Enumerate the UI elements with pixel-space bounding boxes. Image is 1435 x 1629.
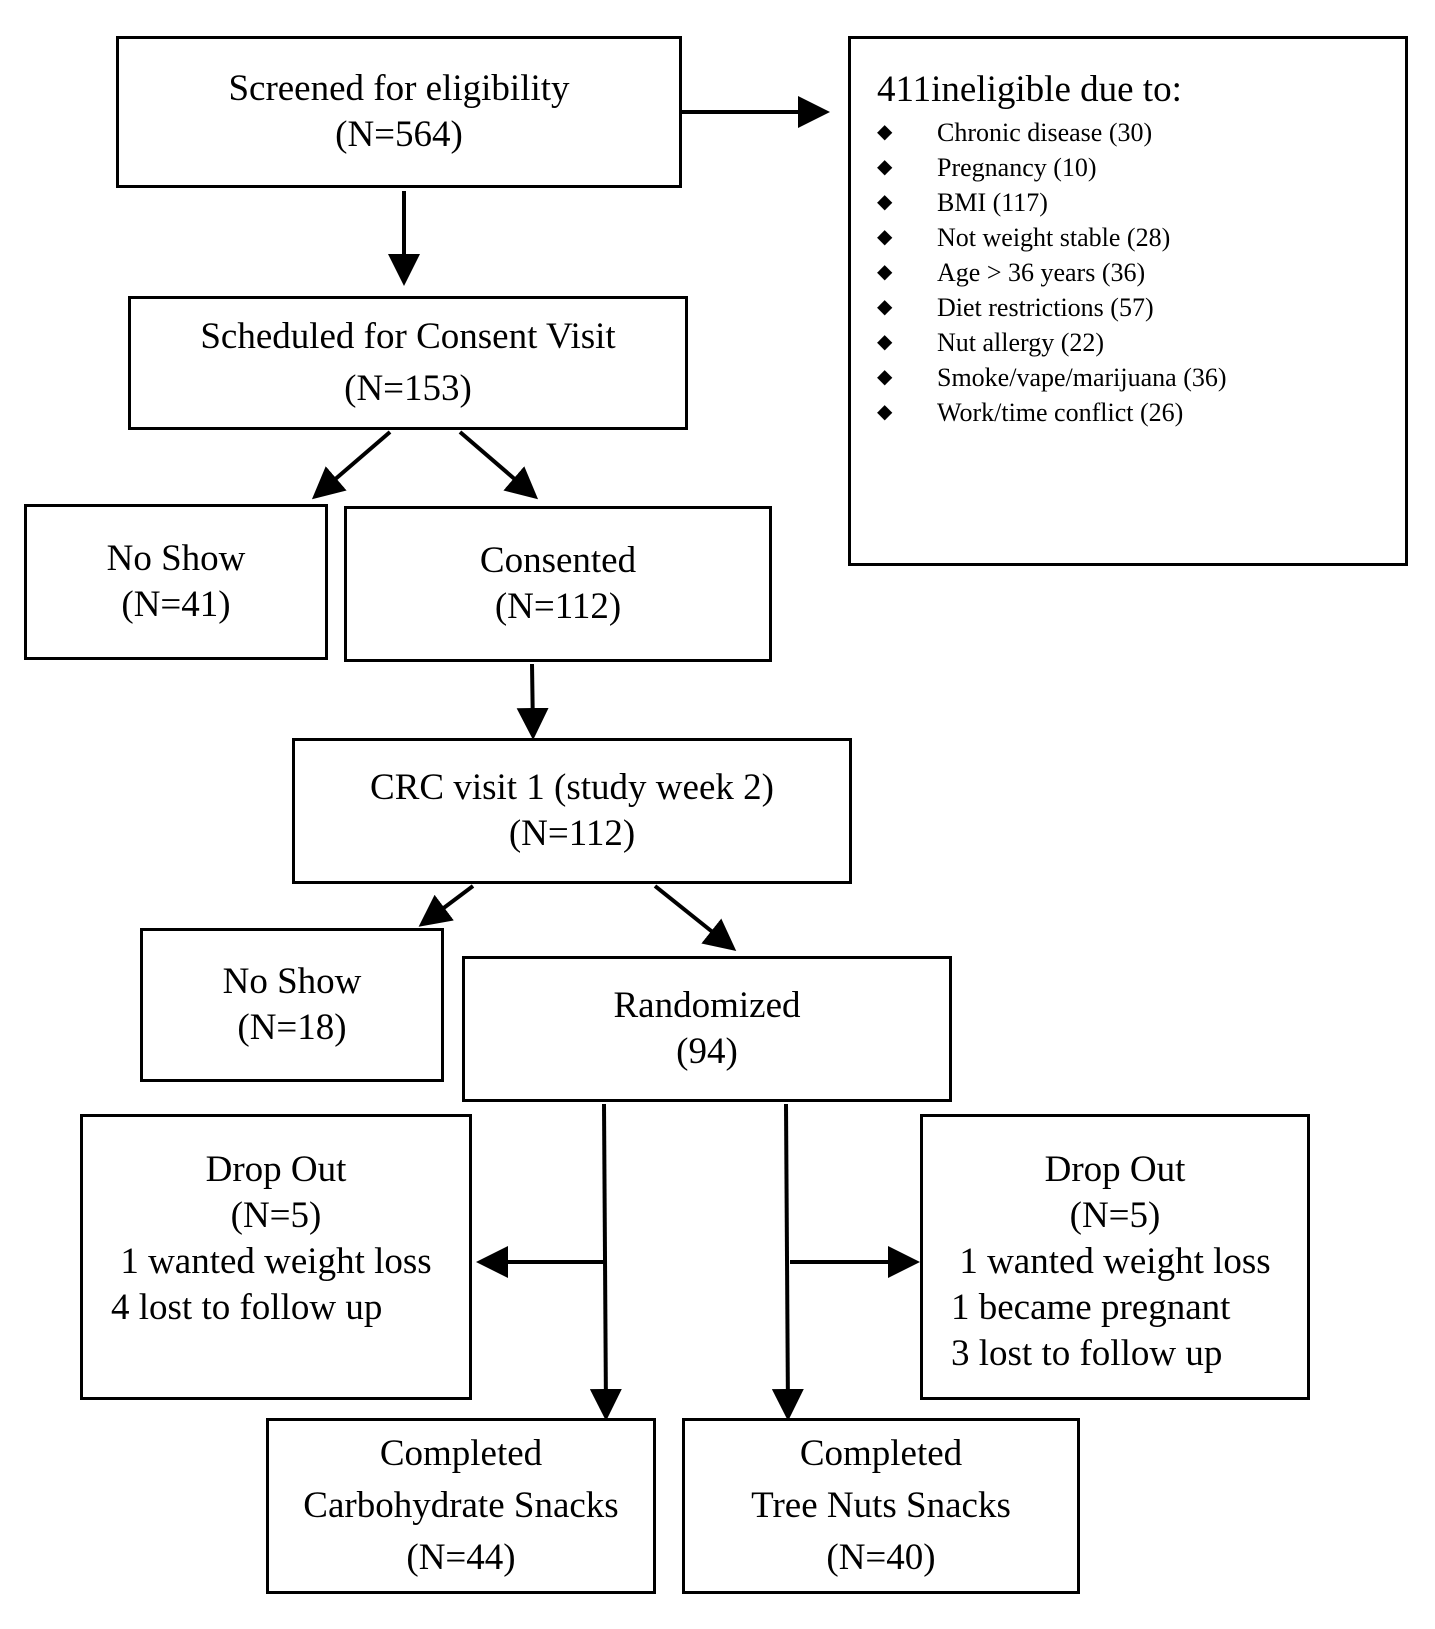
ineligible-reason: ◆Work/time conflict (26) [877, 395, 1227, 430]
randomized-count: (94) [676, 1031, 738, 1072]
completed-carb-count: (N=44) [406, 1537, 516, 1578]
consented-title: Consented [479, 540, 637, 581]
diamond-bullet-icon: ◆ [877, 121, 893, 143]
ineligible-reason: ◆Age > 36 years (36) [877, 255, 1227, 290]
completed-nuts-box: Completed Tree Nuts Snacks (N=40) [682, 1418, 1080, 1594]
ineligible-reasons-list: ◆Chronic disease (30) ◆Pregnancy (10) ◆B… [877, 115, 1227, 430]
crc-visit-count: (N=112) [508, 813, 636, 854]
diamond-bullet-icon: ◆ [877, 331, 893, 353]
dropout-left-reason: 4 lost to follow up [111, 1287, 383, 1328]
diamond-bullet-icon: ◆ [877, 401, 893, 423]
no-show-box-1: No Show (N=41) [24, 504, 328, 660]
consented-box: Consented (N=112) [344, 506, 772, 662]
arrow-crc-to-randomized [653, 884, 737, 951]
consented-count: (N=112) [494, 586, 622, 627]
arrow-randomized-to-nuts [771, 1103, 804, 1421]
ineligible-reason: ◆Chronic disease (30) [877, 115, 1227, 150]
completed-carb-title: Completed [379, 1433, 543, 1474]
dropout-right-reason: 1 wanted weight loss [959, 1241, 1271, 1282]
randomized-box: Randomized (94) [462, 956, 952, 1102]
crc-visit-title: CRC visit 1 (study week 2) [370, 767, 774, 808]
scheduled-count: (N=153) [344, 368, 472, 409]
dropout-right-title: Drop Out [1044, 1149, 1186, 1190]
completed-carb-box: Completed Carbohydrate Snacks (N=44) [266, 1418, 656, 1594]
diamond-bullet-icon: ◆ [877, 261, 893, 283]
ineligible-box: 411ineligible due to: ◆Chronic disease (… [848, 36, 1408, 566]
diamond-bullet-icon: ◆ [877, 156, 893, 178]
dropout-right-reason: 3 lost to follow up [951, 1333, 1223, 1374]
dropout-right-box: Drop Out (N=5) 1 wanted weight loss 1 be… [920, 1114, 1310, 1400]
dropout-left-count: (N=5) [230, 1195, 322, 1236]
dropout-right-count: (N=5) [1069, 1195, 1161, 1236]
diamond-bullet-icon: ◆ [877, 366, 893, 388]
no-show-2-title: No Show [222, 961, 362, 1002]
ineligible-heading: 411ineligible due to: [877, 69, 1182, 110]
randomized-title: Randomized [613, 985, 801, 1026]
no-show-2-count: (N=18) [237, 1007, 347, 1048]
no-show-1-count: (N=41) [121, 584, 231, 625]
screened-count: (N=564) [335, 114, 463, 155]
ineligible-reason: ◆Nut allergy (22) [877, 325, 1227, 360]
diamond-bullet-icon: ◆ [877, 226, 893, 248]
ineligible-reason: ◆Diet restrictions (57) [877, 290, 1227, 325]
completed-nuts-subtitle: Tree Nuts Snacks [751, 1485, 1011, 1526]
diamond-bullet-icon: ◆ [877, 191, 893, 213]
ineligible-reason: ◆Smoke/vape/marijuana (36) [877, 360, 1227, 395]
no-show-1-title: No Show [106, 538, 246, 579]
dropout-left-reason: 1 wanted weight loss [120, 1241, 432, 1282]
no-show-box-2: No Show (N=18) [140, 928, 444, 1082]
scheduled-box: Scheduled for Consent Visit (N=153) [128, 296, 688, 430]
completed-carb-subtitle: Carbohydrate Snacks [303, 1485, 619, 1526]
crc-visit-box: CRC visit 1 (study week 2) (N=112) [292, 738, 852, 884]
arrow-consented-to-crc [516, 663, 549, 740]
completed-nuts-count: (N=40) [826, 1537, 936, 1578]
dropout-left-title: Drop Out [205, 1149, 347, 1190]
arrow-randomized-to-carb [589, 1103, 622, 1421]
ineligible-reason: ◆BMI (117) [877, 185, 1227, 220]
screened-box: Screened for eligibility (N=564) [116, 36, 682, 188]
dropout-right-reason: 1 became pregnant [951, 1287, 1231, 1328]
diamond-bullet-icon: ◆ [877, 296, 893, 318]
arrow-scheduled-to-noshow [311, 430, 392, 500]
ineligible-reason: ◆Not weight stable (28) [877, 220, 1227, 255]
ineligible-reason: ◆Pregnancy (10) [877, 150, 1227, 185]
arrow-crc-to-noshow [418, 884, 475, 927]
dropout-left-box: Drop Out (N=5) 1 wanted weight loss 4 lo… [80, 1114, 472, 1400]
scheduled-title: Scheduled for Consent Visit [200, 316, 616, 357]
arrow-scheduled-to-consented [458, 430, 539, 500]
screened-title: Screened for eligibility [228, 68, 570, 109]
completed-nuts-title: Completed [799, 1433, 963, 1474]
